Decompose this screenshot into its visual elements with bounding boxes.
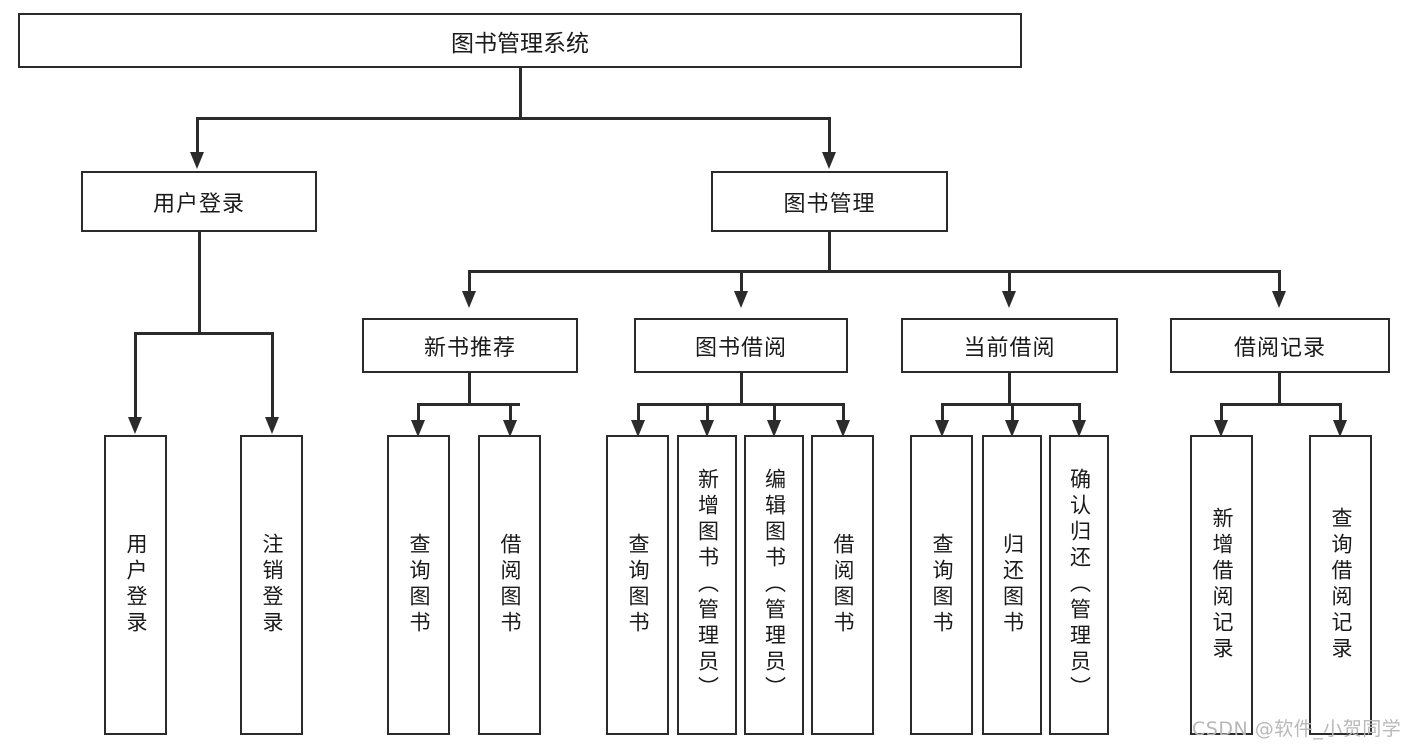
node-label: 新增图书（管理员）	[695, 468, 720, 702]
edge-borrow-to-leaf-3	[773, 403, 776, 423]
edge-records-to-leaf-2	[1339, 403, 1342, 423]
edge-root-bus	[196, 117, 831, 120]
arrowhead-book-mgmt-to-records	[1272, 291, 1286, 308]
node-leaf-add-borrow-record[interactable]: 新增借阅记录	[1190, 435, 1253, 735]
node-leaf-query-books-borrow[interactable]: 查询图书	[606, 435, 669, 735]
arrowhead-borrow-to-leaf-3	[767, 420, 781, 437]
arrowhead-root-to-user-login	[190, 152, 204, 169]
edge-root-stem	[519, 68, 522, 118]
node-leaf-borrow-books[interactable]: 借阅图书	[811, 435, 874, 735]
node-label: 查询图书	[407, 533, 431, 637]
edge-new-books-to-leaf-1	[417, 403, 420, 423]
edge-current-to-leaf-3	[1078, 403, 1081, 423]
arrowhead-current-to-leaf-3	[1072, 420, 1086, 437]
node-leaf-logout[interactable]: 注销登录	[240, 435, 303, 735]
edge-current-to-leaf-1	[941, 403, 944, 423]
arrowhead-user-login-to-leaf-1	[128, 417, 142, 434]
edge-current-bus	[941, 403, 1080, 406]
node-label: 确认归还（管理员）	[1067, 468, 1092, 702]
edge-records-stem	[1278, 373, 1281, 405]
node-label: 查询图书	[626, 533, 650, 637]
node-label: 借阅图书	[498, 533, 522, 637]
node-borrow-records[interactable]: 借阅记录	[1170, 318, 1390, 373]
arrowhead-book-mgmt-to-current	[1002, 291, 1016, 308]
edge-borrow-to-leaf-1	[637, 403, 640, 423]
arrowhead-borrow-to-leaf-1	[631, 420, 645, 437]
node-label: 查询借阅记录	[1329, 507, 1353, 663]
edge-borrow-bus	[637, 403, 844, 406]
node-leaf-borrow-books-recommend[interactable]: 借阅图书	[478, 435, 541, 735]
edge-book-mgmt-to-current	[1008, 270, 1011, 292]
edge-new-books-to-leaf-2	[509, 403, 512, 423]
node-leaf-add-book-admin[interactable]: 新增图书（管理员）	[677, 435, 737, 735]
arrowhead-root-to-book-mgmt	[822, 152, 836, 169]
edge-user-login-to-leaf-2	[271, 332, 274, 418]
edge-borrow-to-leaf-2	[706, 403, 709, 423]
node-root-library-system[interactable]: 图书管理系统	[18, 13, 1022, 68]
edge-book-mgmt-to-new-books	[468, 270, 471, 292]
edge-borrow-to-leaf-4	[842, 403, 845, 423]
edge-current-to-leaf-2	[1011, 403, 1014, 423]
node-leaf-edit-book-admin[interactable]: 编辑图书（管理员）	[744, 435, 804, 735]
node-label: 注销登录	[260, 533, 284, 637]
node-book-borrow[interactable]: 图书借阅	[634, 318, 848, 373]
node-new-book-recommend[interactable]: 新书推荐	[362, 318, 578, 373]
arrowhead-records-to-leaf-1	[1214, 420, 1228, 437]
arrowhead-records-to-leaf-2	[1333, 420, 1347, 437]
edge-current-stem	[1008, 373, 1011, 405]
edge-book-mgmt-stem	[828, 232, 831, 272]
node-leaf-query-books-recommend[interactable]: 查询图书	[387, 435, 450, 735]
arrowhead-book-mgmt-to-new-books	[462, 291, 476, 308]
arrowhead-borrow-to-leaf-4	[836, 420, 850, 437]
node-label: 用户登录	[152, 191, 245, 217]
edge-new-books-stem	[468, 373, 471, 405]
node-label: 图书管理系统	[451, 30, 589, 57]
node-leaf-return-books[interactable]: 归还图书	[982, 435, 1042, 735]
edge-user-login-stem	[198, 232, 201, 333]
edge-user-login-bus	[134, 332, 272, 335]
arrowhead-user-login-to-leaf-2	[265, 417, 279, 434]
node-current-borrow[interactable]: 当前借阅	[901, 318, 1118, 373]
arrowhead-new-books-to-leaf-2	[503, 420, 517, 437]
arrowhead-book-mgmt-to-borrow	[734, 291, 748, 308]
node-label: 编辑图书（管理员）	[762, 468, 787, 702]
node-label: 查询图书	[930, 533, 954, 637]
node-leaf-query-books-current[interactable]: 查询图书	[910, 435, 973, 735]
node-label: 归还图书	[1000, 533, 1025, 637]
edge-book-mgmt-to-borrow	[740, 270, 743, 292]
node-label: 借阅图书	[831, 533, 855, 637]
node-label: 当前借阅	[963, 335, 1056, 361]
edge-book-mgmt-bus	[468, 270, 1280, 273]
arrowhead-current-to-leaf-2	[1005, 420, 1019, 437]
node-user-login[interactable]: 用户登录	[81, 171, 317, 232]
node-book-management[interactable]: 图书管理	[711, 171, 948, 232]
edge-root-to-book-mgmt	[828, 117, 831, 153]
node-leaf-user-login[interactable]: 用户登录	[104, 435, 167, 735]
edge-borrow-stem	[740, 373, 743, 405]
edge-records-bus	[1220, 403, 1341, 406]
node-label: 图书借阅	[694, 335, 787, 361]
arrowhead-current-to-leaf-1	[935, 420, 949, 437]
edge-records-to-leaf-1	[1220, 403, 1223, 423]
edge-user-login-to-leaf-1	[134, 332, 137, 418]
node-label: 借阅记录	[1233, 335, 1326, 361]
node-label: 新书推荐	[423, 335, 516, 361]
edge-root-to-user-login	[196, 117, 199, 153]
edge-book-mgmt-to-records	[1278, 270, 1281, 292]
node-label: 用户登录	[124, 533, 148, 637]
node-leaf-confirm-return-admin[interactable]: 确认归还（管理员）	[1049, 435, 1109, 735]
node-label: 新增借阅记录	[1210, 507, 1234, 663]
arrowhead-borrow-to-leaf-2	[700, 420, 714, 437]
edge-new-books-bus	[417, 403, 520, 406]
arrowhead-new-books-to-leaf-1	[411, 420, 425, 437]
node-leaf-query-borrow-record[interactable]: 查询借阅记录	[1309, 435, 1372, 735]
node-label: 图书管理	[783, 191, 876, 217]
